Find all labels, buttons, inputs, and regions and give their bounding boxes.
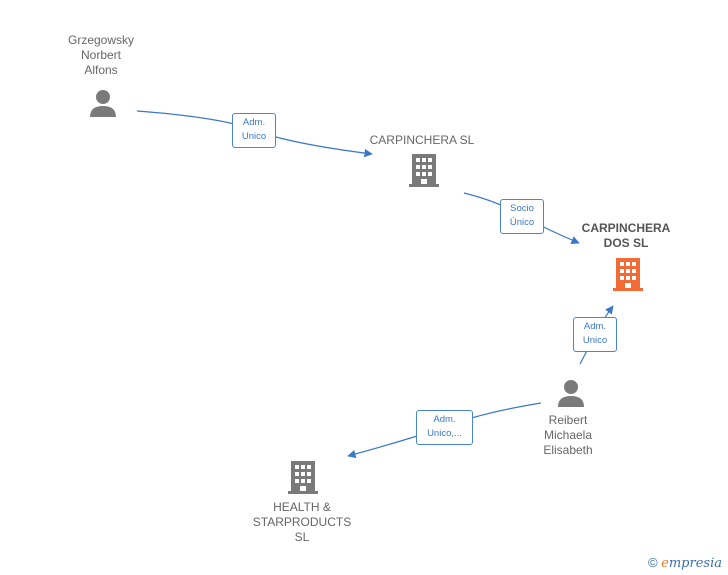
person-icon[interactable] <box>88 88 118 118</box>
building-icon[interactable] <box>287 459 319 495</box>
person-icon[interactable] <box>556 378 586 408</box>
node-label-carpinchera-dos[interactable]: CARPINCHERA DOS SL <box>581 221 671 250</box>
relation-badge[interactable]: Socio Único <box>500 199 544 234</box>
relation-badge[interactable]: Adm. Unico <box>232 113 276 148</box>
relation-badge[interactable]: Adm. Unico,... <box>416 410 473 445</box>
node-label-carpinchera-sl[interactable]: CARPINCHERA SL <box>369 133 475 147</box>
node-label-grzegowsky[interactable]: Grzegowsky Norbert Alfons <box>67 33 135 77</box>
copyright-symbol: © <box>647 555 658 570</box>
node-label-reibert[interactable]: Reibert Michaela Elisabeth <box>543 413 593 457</box>
brand-logo-first: e <box>661 556 669 571</box>
node-label-health[interactable]: HEALTH & STARPRODUCTS SL <box>252 500 352 544</box>
brand-footer: © empresia <box>648 555 722 571</box>
building-icon[interactable] <box>408 152 440 188</box>
brand-logo-rest: mpresia <box>668 556 722 571</box>
relation-badge[interactable]: Adm. Unico <box>573 317 617 352</box>
building-icon[interactable] <box>612 256 644 292</box>
